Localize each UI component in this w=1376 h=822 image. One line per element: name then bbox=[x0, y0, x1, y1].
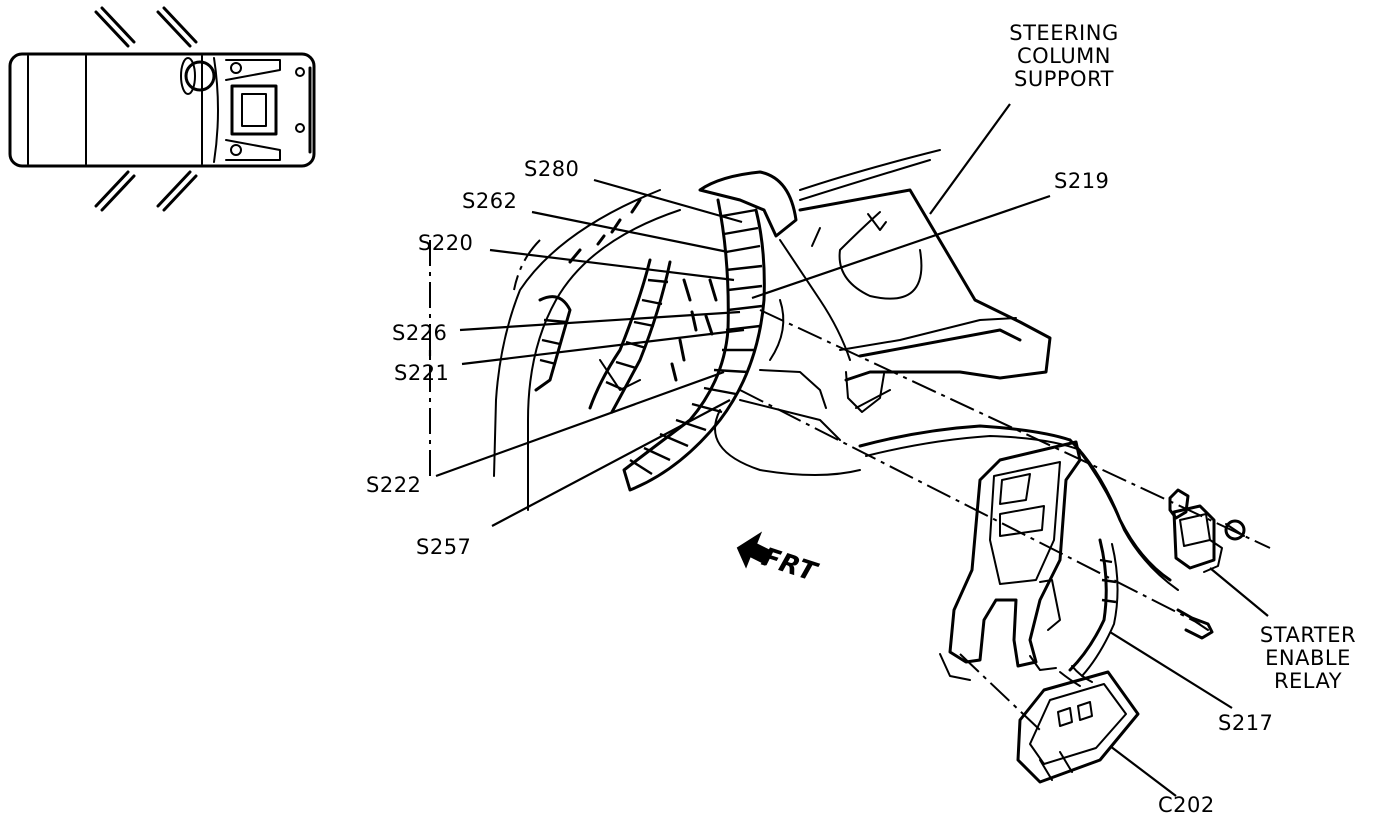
c202-label: C202 bbox=[1158, 793, 1215, 817]
s219-label: S219 bbox=[1054, 169, 1110, 193]
s257-label: S257 bbox=[416, 535, 472, 559]
leader-lines bbox=[428, 103, 1269, 797]
s262-label: S262 bbox=[462, 189, 518, 213]
starter-enable-relay-line-3: RELAY bbox=[1273, 669, 1343, 693]
vehicle-locator-icon bbox=[8, 6, 316, 212]
front-arrow-icon bbox=[736, 531, 774, 569]
steering-column-support-line-2: COLUMN bbox=[1016, 44, 1112, 68]
starter-enable-relay-drawing bbox=[1168, 488, 1246, 640]
s226-label: S226 bbox=[392, 321, 448, 345]
steering-column-support-label: STEERING COLUMN SUPPORT bbox=[1000, 22, 1128, 91]
s220-label: S220 bbox=[418, 231, 474, 255]
wiring-harness-drawing bbox=[534, 170, 1179, 677]
starter-enable-relay-line-1: STARTER bbox=[1259, 623, 1357, 647]
s280-label: S280 bbox=[524, 157, 580, 181]
starter-enable-relay-line-2: ENABLE bbox=[1265, 646, 1351, 670]
dash-panel-drawing bbox=[493, 149, 1052, 511]
mounting-bracket-drawing bbox=[939, 440, 1082, 681]
s221-label: S221 bbox=[394, 361, 450, 385]
steering-column-support-line-3: SUPPORT bbox=[1014, 67, 1114, 91]
phantom-lines bbox=[429, 239, 1271, 731]
s222-label: S222 bbox=[366, 473, 422, 497]
s217-label: S217 bbox=[1218, 711, 1274, 735]
c202-connector-drawing bbox=[1016, 665, 1140, 784]
steering-column-support-line-1: STEERING bbox=[1009, 21, 1119, 45]
starter-enable-relay-label: STARTER ENABLE RELAY bbox=[1246, 624, 1370, 693]
